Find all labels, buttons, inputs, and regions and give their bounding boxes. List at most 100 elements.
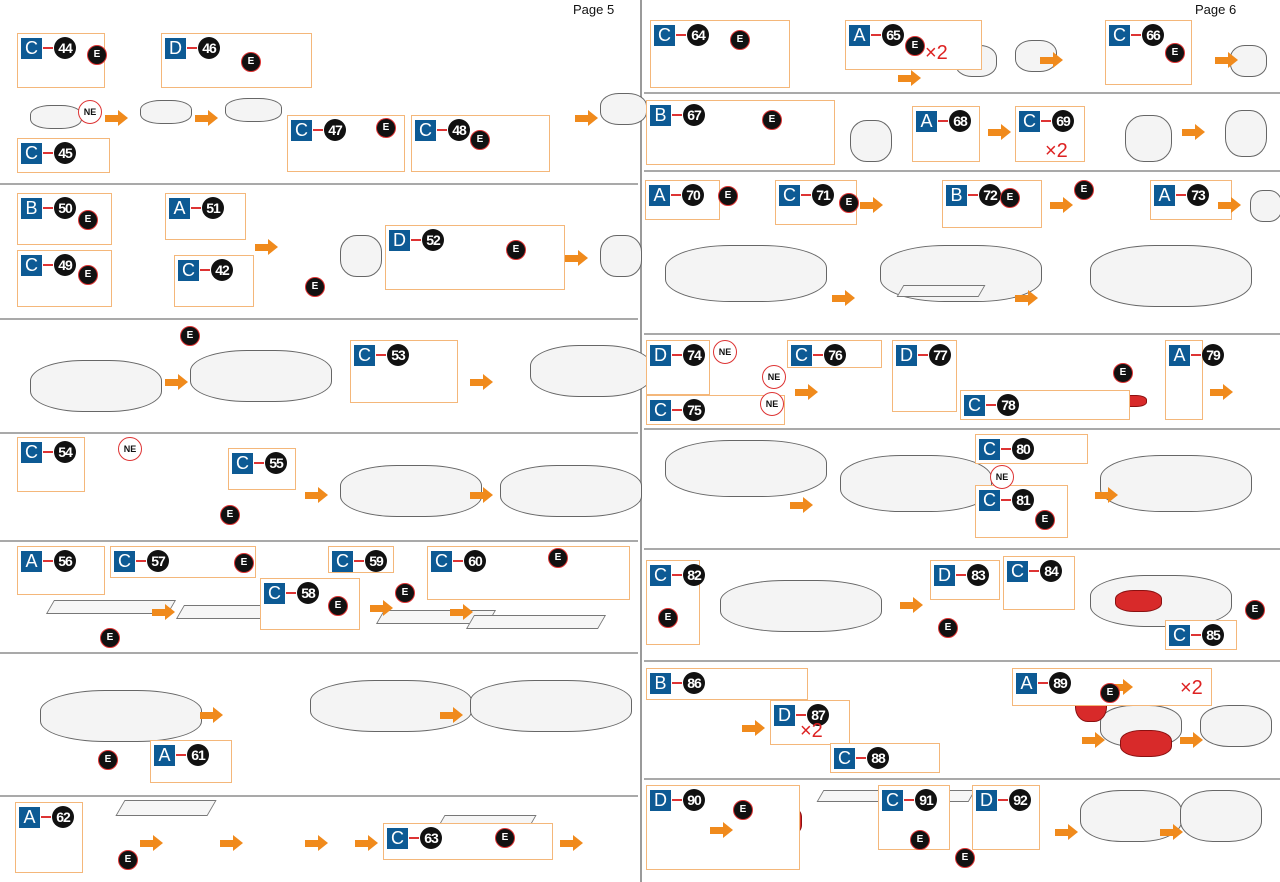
connector-dash bbox=[1041, 120, 1051, 122]
connector-dash bbox=[1191, 634, 1201, 636]
e-badge-icon: E bbox=[87, 45, 107, 65]
model-part-illustration bbox=[30, 105, 82, 129]
step-number: 60 bbox=[464, 550, 486, 572]
connector-dash bbox=[43, 207, 53, 209]
step-number: 76 bbox=[824, 344, 846, 366]
sheet-letter: D bbox=[165, 37, 186, 59]
connector-dash bbox=[1029, 570, 1039, 572]
step-number: 42 bbox=[211, 259, 233, 281]
e-badge-icon: E bbox=[220, 505, 240, 525]
sheet-letter: C bbox=[1007, 560, 1028, 582]
sheet-letter: D bbox=[976, 789, 997, 811]
e-badge-icon: E bbox=[98, 750, 118, 770]
e-badge-icon: E bbox=[234, 553, 254, 573]
connector-dash bbox=[918, 354, 928, 356]
page-divider bbox=[640, 0, 642, 882]
sheet-letter: A bbox=[21, 550, 42, 572]
sheet-letter: B bbox=[21, 197, 42, 219]
e-badge-icon: E bbox=[100, 628, 120, 648]
step-number: 56 bbox=[54, 550, 76, 572]
connector-dash bbox=[801, 194, 811, 196]
sheet-letter: A bbox=[849, 24, 870, 46]
ne-badge-icon: NE bbox=[118, 437, 142, 461]
connector-dash bbox=[453, 560, 463, 562]
connector-dash bbox=[856, 757, 866, 759]
section-divider bbox=[644, 333, 1280, 335]
ne-badge-icon: NE bbox=[78, 100, 102, 124]
sheet-letter: C bbox=[332, 550, 353, 572]
connector-dash bbox=[1001, 499, 1011, 501]
connector-dash bbox=[1001, 448, 1011, 450]
e-badge-icon: E bbox=[1035, 510, 1055, 530]
model-part-illustration bbox=[720, 580, 882, 632]
connector-dash bbox=[1191, 354, 1201, 356]
step-number: 59 bbox=[365, 550, 387, 572]
section-divider bbox=[644, 428, 1280, 430]
connector-dash bbox=[672, 799, 682, 801]
e-badge-icon: E bbox=[718, 186, 738, 206]
connector-dash bbox=[672, 574, 682, 576]
model-part-illustration bbox=[40, 690, 202, 742]
step-number: 50 bbox=[54, 197, 76, 219]
model-part-illustration bbox=[340, 465, 482, 517]
e-badge-icon: E bbox=[180, 326, 200, 346]
e-badge-icon: E bbox=[328, 596, 348, 616]
connector-dash bbox=[191, 207, 201, 209]
sheet-letter: A bbox=[154, 744, 175, 766]
section-divider bbox=[644, 92, 1280, 94]
step-number: 86 bbox=[683, 672, 705, 694]
step-number: 69 bbox=[1052, 110, 1074, 132]
step-label: A 61 bbox=[154, 744, 209, 766]
sheet-letter: C bbox=[354, 344, 375, 366]
step-number: 82 bbox=[683, 564, 705, 586]
e-badge-icon: E bbox=[730, 30, 750, 50]
step-number: 54 bbox=[54, 441, 76, 463]
step-number: 91 bbox=[915, 789, 937, 811]
step-number: 48 bbox=[448, 119, 470, 141]
sheet-letter: D bbox=[650, 344, 671, 366]
step-label: C 47 bbox=[291, 119, 346, 141]
connector-dash bbox=[672, 114, 682, 116]
connector-dash bbox=[136, 560, 146, 562]
section-divider bbox=[0, 652, 638, 654]
model-part-illustration bbox=[1090, 245, 1252, 307]
sheet-letter: C bbox=[291, 119, 312, 141]
sheet-letter: C bbox=[21, 441, 42, 463]
step-number: 75 bbox=[683, 399, 705, 421]
sheet-letter: A bbox=[19, 806, 40, 828]
callout-box-step-60 bbox=[427, 546, 630, 600]
step-label: A 56 bbox=[21, 550, 76, 572]
callout-box-step-46 bbox=[161, 33, 312, 88]
callout-box-step-67 bbox=[646, 100, 835, 165]
sheet-letter: C bbox=[21, 37, 42, 59]
step-label: B 50 bbox=[21, 197, 76, 219]
connector-dash bbox=[409, 837, 419, 839]
sheet-letter: C bbox=[264, 582, 285, 604]
connector-dash bbox=[43, 560, 53, 562]
connector-dash bbox=[986, 404, 996, 406]
sheet-letter: C bbox=[834, 747, 855, 769]
sheet-letter: C bbox=[114, 550, 135, 572]
e-badge-icon: E bbox=[305, 277, 325, 297]
step-number: 47 bbox=[324, 119, 346, 141]
step-number: 61 bbox=[187, 744, 209, 766]
connector-dash bbox=[1176, 194, 1186, 196]
connector-dash bbox=[43, 152, 53, 154]
section-divider bbox=[644, 548, 1280, 550]
